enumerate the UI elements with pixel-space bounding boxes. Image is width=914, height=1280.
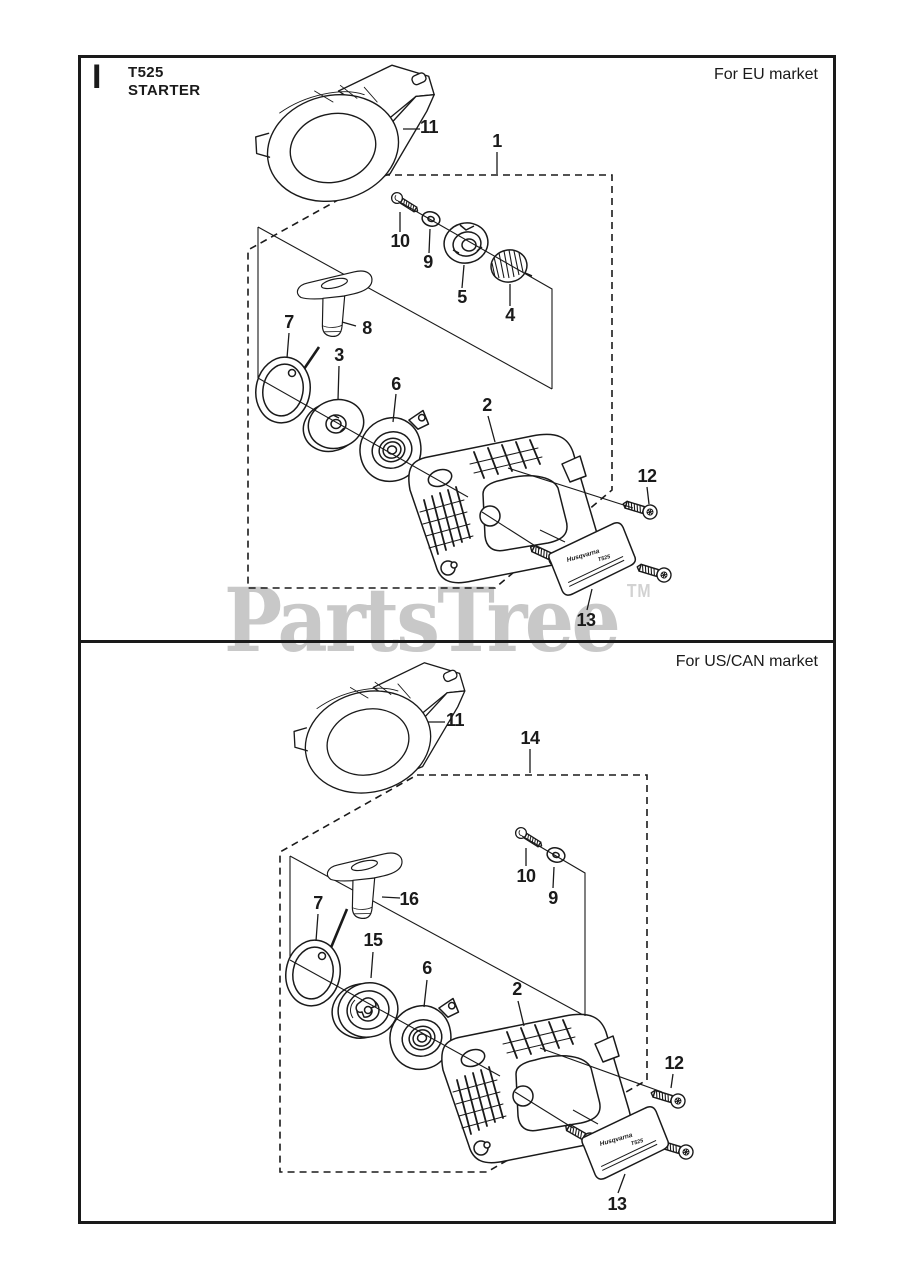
eu-part-13-label-plate: Husqvarna T525 <box>544 519 641 599</box>
model-number: T525 <box>128 64 164 81</box>
us-axis-lines <box>289 835 663 1129</box>
us-group-14-dashed-outline <box>279 774 648 1173</box>
eu-rope-pin <box>302 346 321 370</box>
eu-callout-part-6[interactable]: 6 <box>391 374 401 394</box>
eu-group-1-dashed-outline <box>247 174 613 589</box>
us-part-13-label-plate: Husqvarna T525 <box>577 1103 674 1183</box>
diagram-frame <box>78 55 836 1224</box>
eu-assembly-plane-lines <box>257 226 553 390</box>
eu-callout-part-10[interactable]: 10 <box>390 231 410 251</box>
eu-callout-part-4[interactable]: 4 <box>505 305 515 325</box>
eu-callout-part-2[interactable]: 2 <box>482 395 492 415</box>
us-callout-part-7[interactable]: 7 <box>313 893 323 913</box>
us-callout-part-11[interactable]: 11 <box>445 710 465 730</box>
us-panel-art: Husqvarna T525 <box>279 662 696 1194</box>
eu-part-12-screw-a <box>620 496 660 522</box>
eu-callout-part-12[interactable]: 12 <box>637 466 657 486</box>
eu-callout-leader-lines <box>286 128 650 611</box>
eu-callout-part-11[interactable]: 11 <box>419 117 439 137</box>
eu-callout-part-3[interactable]: 3 <box>334 345 344 365</box>
eu-callout-part-9[interactable]: 9 <box>423 252 433 272</box>
us-assembly-plane-lines <box>289 855 586 1017</box>
eu-part-4-spring <box>487 246 533 286</box>
eu-part-11-starter-cover <box>255 64 435 216</box>
eu-panel-art: Husqvarna T525 <box>247 64 674 611</box>
section-letter: I <box>92 58 102 96</box>
eu-market-label: For EU market <box>713 66 818 83</box>
us-callout-part-13[interactable]: 13 <box>607 1194 627 1214</box>
us-callout-part-6[interactable]: 6 <box>422 958 432 978</box>
us-part-16-starter-handle <box>325 851 407 922</box>
us-callout-part-15[interactable]: 15 <box>363 930 383 950</box>
us-part-11-starter-cover <box>293 662 466 807</box>
eu-callout-part-1[interactable]: 1 <box>492 131 502 151</box>
eu-axis-lines <box>257 200 634 550</box>
page-title: STARTER <box>128 82 201 99</box>
eu-callout-part-13[interactable]: 13 <box>576 610 596 630</box>
us-plate-model-text: T525 <box>630 1138 645 1147</box>
us-callout-part-2[interactable]: 2 <box>512 979 522 999</box>
watermark-tm-mark: TM <box>626 581 652 601</box>
eu-callout-part-8[interactable]: 8 <box>362 318 372 338</box>
us-callout-part-10[interactable]: 10 <box>516 866 536 886</box>
eu-plate-model-text: T525 <box>597 554 612 563</box>
us-rope-pin <box>328 908 349 951</box>
panel-divider <box>78 640 836 643</box>
us-callout-part-12[interactable]: 12 <box>664 1053 684 1073</box>
us-callout-part-16[interactable]: 16 <box>399 889 419 909</box>
us-callout-leader-lines <box>315 721 674 1194</box>
us-market-label: For US/CAN market <box>675 653 818 670</box>
us-part-9-washer <box>544 845 568 865</box>
eu-part-12-screw-c <box>634 559 674 585</box>
watermark-text: PartsTree <box>224 568 621 672</box>
eu-callout-part-5[interactable]: 5 <box>457 287 467 307</box>
eu-callout-part-7[interactable]: 7 <box>284 312 294 332</box>
eu-part-5-starter-cup <box>439 217 493 269</box>
eu-part-7-rope-guide <box>249 352 317 428</box>
us-callout-part-14[interactable]: 14 <box>520 728 540 748</box>
eu-part-9-washer <box>419 209 443 229</box>
us-callout-part-9[interactable]: 9 <box>548 888 558 908</box>
